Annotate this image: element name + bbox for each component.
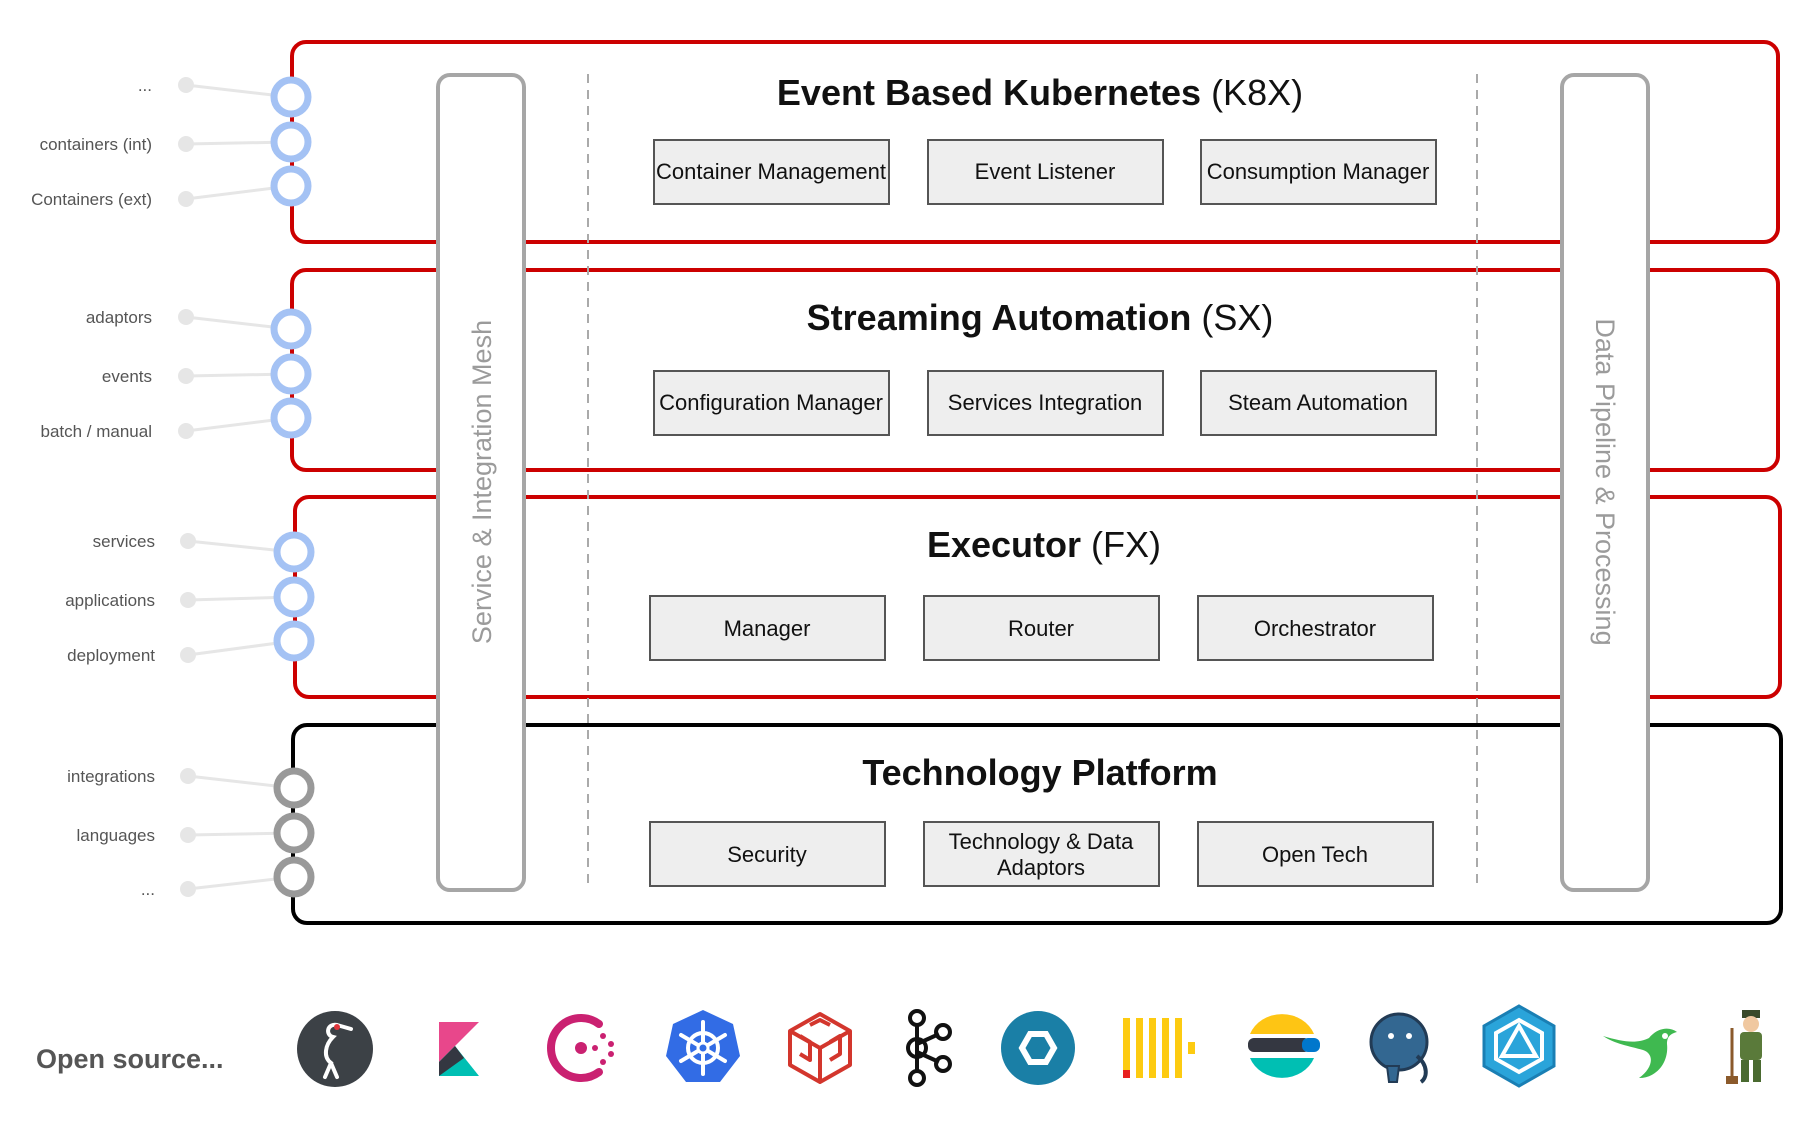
component-box: Orchestrator bbox=[1197, 595, 1434, 661]
svg-text:Container Management: Container Management bbox=[656, 159, 886, 184]
component-box: Open Tech bbox=[1197, 821, 1434, 887]
connector-label: events bbox=[102, 367, 152, 386]
connector: adaptors bbox=[86, 308, 312, 350]
layer-sx-title: Streaming Automation(SX) bbox=[807, 297, 1274, 338]
svg-text:Manager: Manager bbox=[724, 616, 811, 641]
component-box: Steam Automation bbox=[1200, 370, 1437, 436]
svg-text:Router: Router bbox=[1008, 616, 1074, 641]
left-pillar-label: Service & Integration Mesh bbox=[467, 320, 497, 644]
connector: ... bbox=[141, 856, 315, 899]
component-box: Technology & Data Adaptors bbox=[923, 821, 1160, 887]
connector-label: containers (int) bbox=[40, 135, 152, 154]
gardener-logo-icon bbox=[1726, 1010, 1762, 1084]
connector: deployment bbox=[67, 620, 315, 665]
connector: events bbox=[102, 353, 312, 395]
svg-text:Services Integration: Services Integration bbox=[948, 390, 1142, 415]
connector: services bbox=[93, 531, 315, 573]
component-box: Services Integration bbox=[927, 370, 1164, 436]
crane-logo-icon bbox=[297, 1011, 373, 1087]
component-box: Manager bbox=[649, 595, 886, 661]
svg-text:Adaptors: Adaptors bbox=[997, 855, 1085, 880]
connector: ... bbox=[138, 76, 312, 118]
connector-label: deployment bbox=[67, 646, 155, 665]
layer-sx: Streaming Automation(SX) Configuration M… bbox=[40, 268, 1780, 472]
connector: batch / manual bbox=[40, 397, 312, 441]
bird-logo-icon bbox=[1603, 1028, 1677, 1078]
connector: applications bbox=[65, 576, 315, 618]
svg-text:Technology & Data: Technology & Data bbox=[949, 829, 1134, 854]
connector-label: adaptors bbox=[86, 308, 152, 327]
connector-label: ... bbox=[141, 880, 155, 899]
layer-technology-platform: Technology Platform Security Technology … bbox=[67, 723, 1783, 925]
consul-logo-icon bbox=[547, 1014, 614, 1082]
connector: languages bbox=[77, 812, 315, 854]
connector-label: languages bbox=[77, 826, 155, 845]
hexagon-link-logo-icon bbox=[1001, 1011, 1075, 1085]
svg-text:Configuration Manager: Configuration Manager bbox=[659, 390, 883, 415]
connector-label: batch / manual bbox=[40, 422, 152, 441]
clickhouse-logo-icon bbox=[1123, 1018, 1195, 1078]
connector: containers (int) bbox=[40, 121, 312, 163]
layer-platform-title: Technology Platform bbox=[862, 752, 1217, 793]
connector-label: ... bbox=[138, 76, 152, 95]
right-pillar-label: Data Pipeline & Processing bbox=[1590, 318, 1620, 645]
svg-text:Steam Automation: Steam Automation bbox=[1228, 390, 1408, 415]
service-integration-mesh-pillar: Service & Integration Mesh bbox=[436, 73, 526, 892]
connector: Containers (ext) bbox=[31, 165, 312, 209]
kibana-logo-icon bbox=[439, 1022, 479, 1076]
svg-text:Event Listener: Event Listener bbox=[975, 159, 1116, 184]
layer-k8x: Event Based Kubernetes(K8X) Container Ma… bbox=[31, 40, 1780, 244]
component-box: Event Listener bbox=[927, 139, 1164, 205]
postgresql-logo-icon bbox=[1369, 1012, 1429, 1084]
data-pipeline-processing-pillar: Data Pipeline & Processing bbox=[1560, 73, 1650, 892]
connector: integrations bbox=[67, 767, 315, 809]
component-box: Router bbox=[923, 595, 1160, 661]
component-box: Container Management bbox=[653, 139, 890, 205]
ingress-logo-icon bbox=[1482, 1004, 1556, 1088]
layer-fx: Executor(FX) Manager Router Orchestrator… bbox=[65, 495, 1782, 699]
connector-label: integrations bbox=[67, 767, 155, 786]
component-box: Configuration Manager bbox=[653, 370, 890, 436]
svg-text:Security: Security bbox=[727, 842, 806, 867]
svg-text:Open Tech: Open Tech bbox=[1262, 842, 1368, 867]
cube-logo-icon bbox=[788, 1012, 852, 1084]
layer-fx-title: Executor(FX) bbox=[927, 524, 1161, 565]
component-box: Security bbox=[649, 821, 886, 887]
connector-label: Containers (ext) bbox=[31, 190, 152, 209]
kubernetes-logo-icon bbox=[666, 1010, 740, 1082]
svg-text:Consumption Manager: Consumption Manager bbox=[1207, 159, 1430, 184]
layer-k8x-title: Event Based Kubernetes(K8X) bbox=[777, 72, 1303, 113]
connector-label: applications bbox=[65, 591, 155, 610]
elastic-logo-icon bbox=[1248, 1014, 1320, 1078]
svg-text:Orchestrator: Orchestrator bbox=[1254, 616, 1376, 641]
kafka-logo-icon bbox=[906, 1009, 952, 1087]
component-box: Consumption Manager bbox=[1200, 139, 1437, 205]
open-source-label: Open source... bbox=[36, 1044, 224, 1074]
connector-label: services bbox=[93, 532, 155, 551]
